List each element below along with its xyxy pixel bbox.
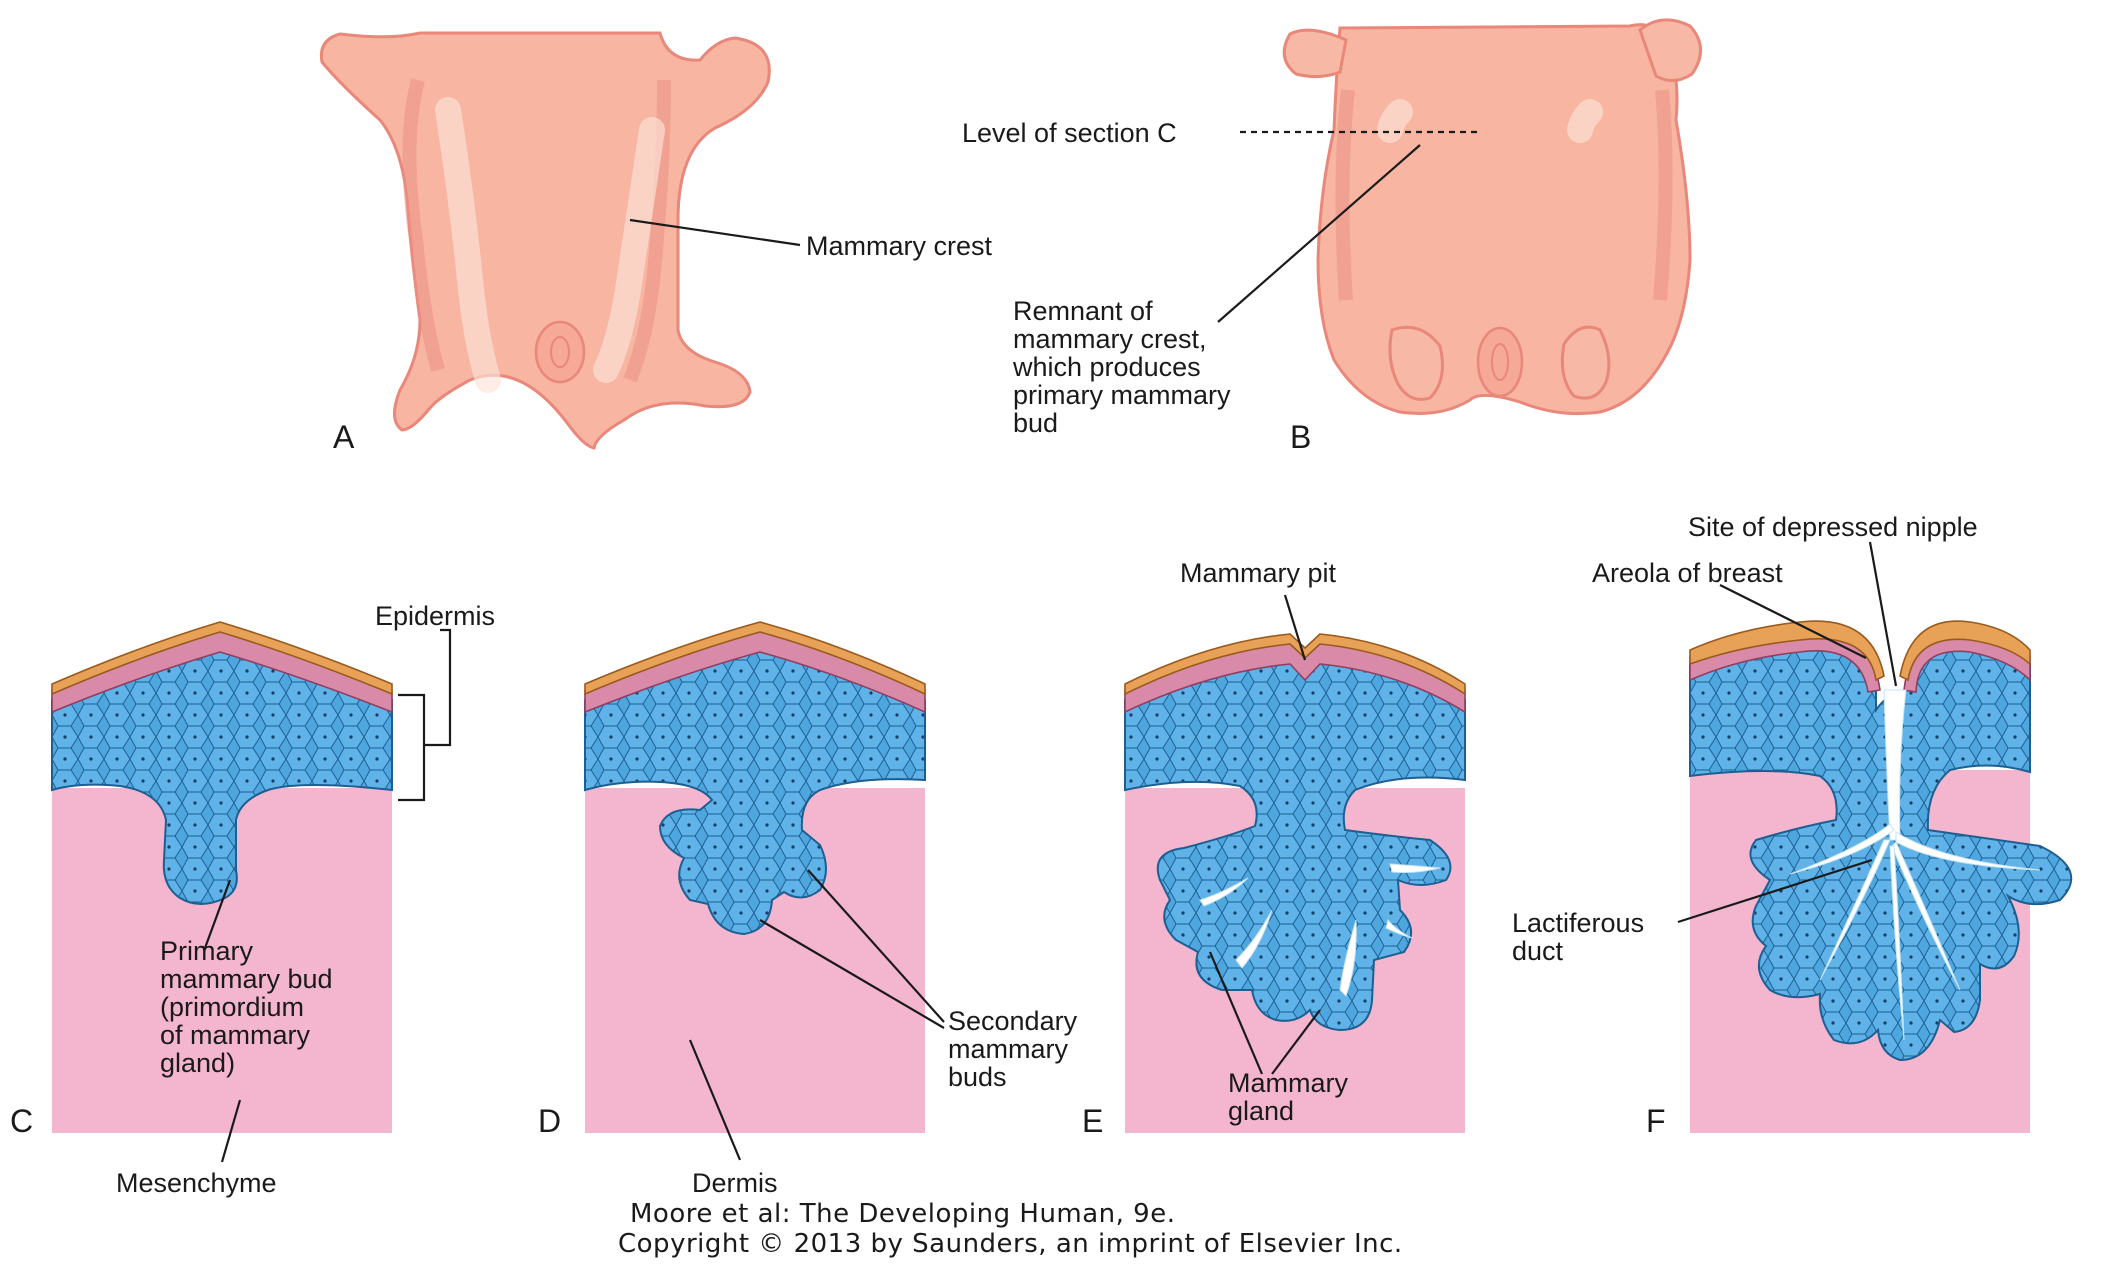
orange-layer-f	[1689, 620, 1885, 682]
label-lactiferous-duct: Lactiferous duct	[1512, 908, 1652, 966]
embryo-a-body	[319, 31, 771, 450]
label-mammary-pit: Mammary pit	[1180, 558, 1337, 588]
leader-secondary-bud-2	[807, 869, 945, 1023]
label-areola-of-breast: Areola of breast	[1592, 558, 1783, 588]
credit-line-1: Moore et al: The Developing Human, 9e.	[630, 1199, 1176, 1229]
panel-letter-c: C	[10, 1103, 33, 1139]
leader-areola	[1719, 584, 1867, 659]
gland-lumens-e	[1199, 863, 1441, 997]
embryo-a-cloacal-region	[534, 320, 586, 384]
panel-c-section: Epidermis Primary mammary bud (primordiu…	[10, 601, 495, 1198]
panel-letter-a: A	[333, 419, 355, 455]
label-remnant-crest: Remnant of mammary crest, which produces…	[1012, 296, 1238, 438]
orange-layer-f-right	[1899, 620, 2031, 682]
label-mammary-gland: Mammary gland	[1228, 1068, 1356, 1126]
label-level-section-c: Level of section C	[962, 118, 1177, 148]
orange-layer-e	[1124, 633, 1466, 696]
label-secondary-mammary-buds: Secondary mammary buds	[948, 1006, 1085, 1092]
leader-primary-bud	[203, 879, 232, 949]
panel-letter-d: D	[538, 1103, 561, 1139]
leader-site-nipple	[1868, 541, 1898, 687]
leader-secondary-bud-1	[759, 919, 945, 1029]
orange-layer-c	[51, 621, 393, 696]
panel-b-embryo: Level of section C Remnant of mammary cr…	[962, 18, 1702, 455]
leader-lactiferous-duct	[1677, 858, 1873, 924]
leader-mammary-crest	[629, 218, 801, 247]
label-dermis: Dermis	[692, 1168, 778, 1198]
epidermis-bracket	[398, 628, 452, 802]
embryo-b-left-arm	[1282, 28, 1348, 79]
label-primary-mammary-bud: Primary mammary bud (primordium of mamma…	[160, 936, 340, 1078]
leader-mammary-gland-1	[1208, 951, 1264, 1075]
panel-letter-b: B	[1290, 419, 1311, 455]
panel-e-section: Mammary pit Mammary gland E	[1082, 558, 1466, 1139]
label-epidermis: Epidermis	[375, 601, 495, 631]
label-mammary-crest: Mammary crest	[806, 231, 993, 261]
label-site-depressed-nipple: Site of depressed nipple	[1688, 512, 1978, 542]
leader-mesenchyme	[220, 1099, 242, 1163]
epidermis-e	[1124, 650, 1466, 1032]
lactiferous-ducts-f	[1789, 689, 2041, 1041]
leader-mammary-gland-2	[1271, 1009, 1321, 1075]
panel-letter-e: E	[1082, 1103, 1103, 1139]
credit-line-2: Copyright © 2013 by Saunders, an imprint…	[618, 1229, 1403, 1259]
panel-a-embryo: Mammary crest A	[319, 31, 993, 455]
embryo-b-left-leg	[1388, 325, 1444, 401]
panel-letter-f: F	[1646, 1103, 1666, 1139]
panel-f-section: Site of depressed nipple Areola of breas…	[1512, 512, 2073, 1139]
embryo-b-right-arm	[1638, 18, 1702, 82]
leader-dermis	[688, 1039, 742, 1161]
leader-remnant	[1217, 144, 1421, 323]
label-mesenchyme: Mesenchyme	[116, 1168, 277, 1198]
leader-mammary-pit	[1283, 594, 1307, 661]
panel-d-section: Secondary mammary buds Dermis D	[538, 621, 1085, 1198]
orange-layer-d	[584, 621, 926, 696]
embryo-b-cloacal-region	[1476, 326, 1524, 398]
embryo-b-right-leg	[1560, 325, 1611, 400]
